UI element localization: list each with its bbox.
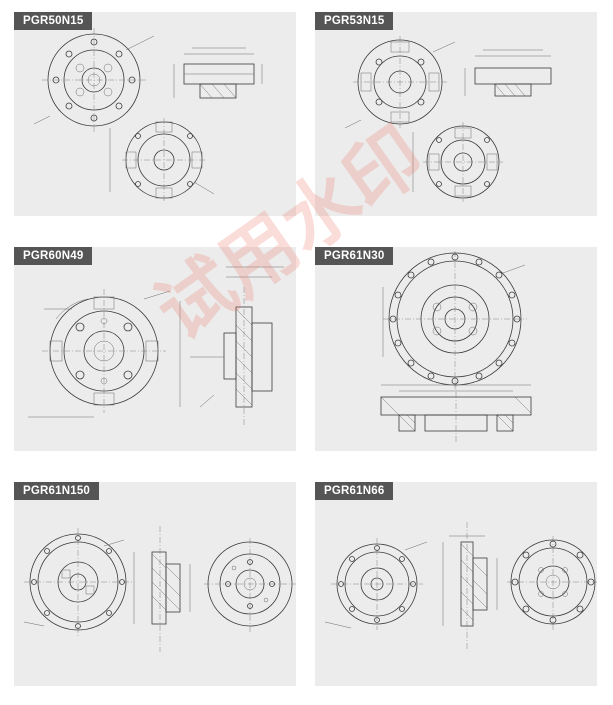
technical-drawing <box>344 36 552 202</box>
drawing-card-pgr61n30[interactable]: PGR61N30 <box>315 247 597 451</box>
card-title: PGR50N15 <box>14 12 93 30</box>
card-title: PGR61N30 <box>315 247 394 265</box>
technical-drawing <box>33 28 263 202</box>
card-title: PGR60N49 <box>14 247 93 265</box>
card-title: PGR53N15 <box>315 12 394 30</box>
card-title: PGR61N150 <box>14 482 100 500</box>
technical-drawing <box>23 526 296 652</box>
drawing-card-pgr61n150[interactable]: PGR61N150 <box>14 482 296 686</box>
technical-drawing <box>324 522 597 650</box>
drawing-card-pgr50n15[interactable]: PGR50N15 <box>14 12 296 216</box>
drawing-card-pgr61n66[interactable]: PGR61N66 <box>315 482 597 686</box>
drawing-card-pgr53n15[interactable]: PGR53N15 <box>315 12 597 216</box>
drawing-card-pgr60n49[interactable]: PGR60N49 <box>14 247 296 451</box>
technical-drawing <box>28 266 284 427</box>
card-title: PGR61N66 <box>315 482 394 500</box>
technical-drawing <box>380 251 532 443</box>
